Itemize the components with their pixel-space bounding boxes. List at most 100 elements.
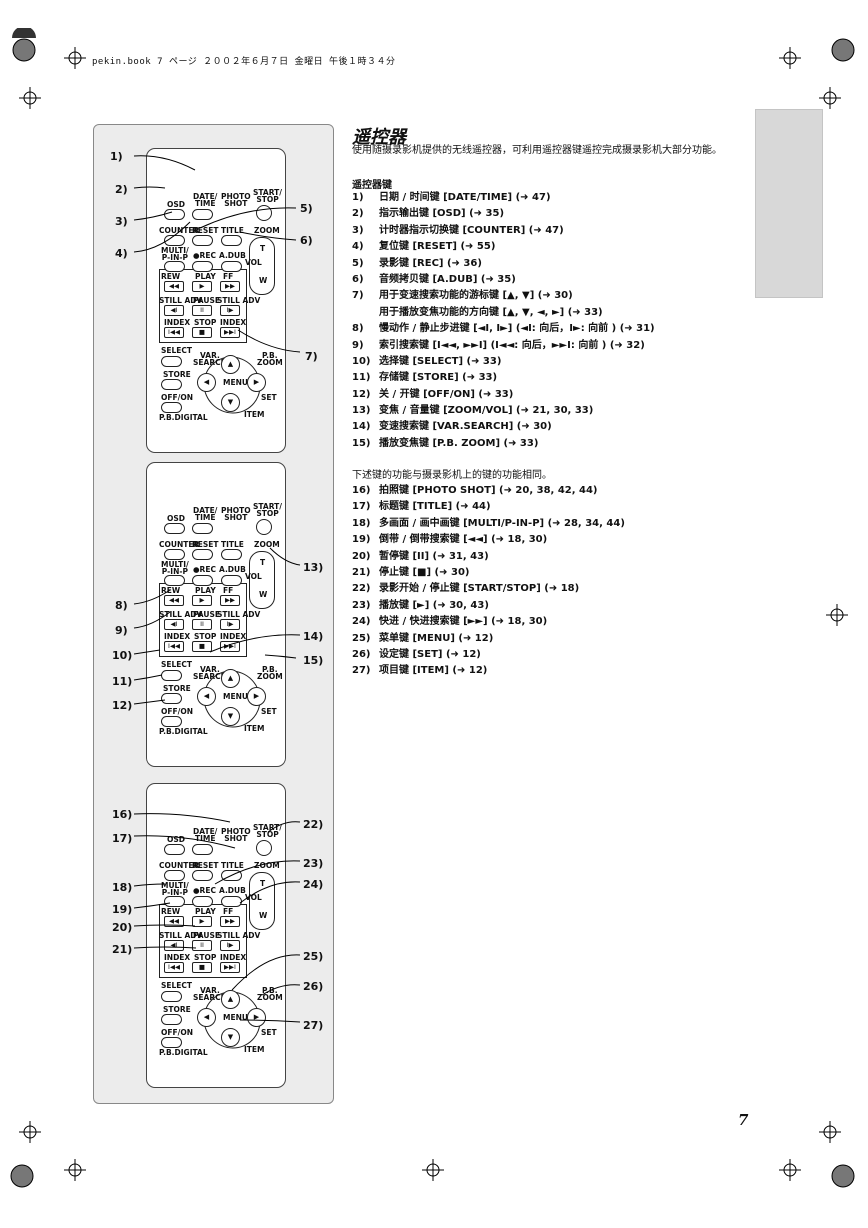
callout-number: 17)	[112, 832, 133, 845]
remote-g-down: ▼	[221, 707, 240, 726]
key-description: 指示输出键 [OSD] (➜ 35)	[379, 208, 505, 220]
remote-sel-btn	[161, 991, 182, 1002]
key-number: 6)	[352, 273, 364, 285]
registration-mark-bottom-center	[422, 1159, 444, 1181]
remote-play: PLAY	[195, 907, 216, 916]
key-description: 用于播放变焦功能的方向键 [▲, ▼, ◄, ►] (➜ 33)	[379, 306, 603, 318]
callout-number: 1)	[110, 150, 123, 163]
remote-offon: OFF/ON	[161, 1028, 194, 1037]
remote-osd: OSD	[167, 200, 186, 209]
remote-counter: COUNTER	[159, 540, 200, 549]
remote-g-ir: ▶▶I	[220, 327, 240, 338]
callout-number: 7)	[305, 350, 318, 363]
callout-number: 2)	[115, 183, 128, 196]
remote-startstop: START/ STOP	[253, 823, 283, 839]
key-list-item: 5)录影键 [REC] (➜ 36)	[352, 256, 772, 272]
remote-g-left: ◀	[197, 687, 216, 706]
registration-mark-bottom-left	[10, 1121, 86, 1188]
remote-g-play: ▶	[192, 281, 212, 292]
remote-item: ITEM	[244, 724, 265, 733]
leader-line	[231, 954, 301, 991]
remote-oo-btn	[161, 402, 182, 413]
remote-g-sr: I▶	[220, 619, 240, 630]
remote-g-ff: ▶▶	[220, 281, 240, 292]
remote-photo: PHOTO SHOT	[221, 827, 251, 843]
key-number: 9)	[352, 339, 364, 351]
remote-g-right: ▶	[247, 1008, 266, 1027]
key-list-item: 13)变焦 / 音量键 [ZOOM/VOL] (➜ 21, 30, 33)	[352, 403, 772, 419]
key-description: 录影开始 / 停止键 [START/STOP] (➜ 18)	[379, 583, 580, 595]
remote-g-stop: ■	[192, 962, 212, 973]
key-number: 23)	[352, 599, 371, 611]
key-number: 1)	[352, 192, 364, 203]
remote-r-btn	[192, 235, 213, 246]
key-list-item: 2)指示输出键 [OSD] (➜ 35)	[352, 206, 772, 222]
remote-stop: STOP	[194, 318, 217, 327]
leader-line	[264, 654, 297, 659]
leader-line	[133, 155, 196, 171]
remote-g-rew: ◀◀	[164, 595, 184, 606]
remote-title: TITLE	[221, 226, 244, 235]
remote-multi: MULTI/ P-IN-P	[161, 881, 189, 897]
remote-g-ff: ▶▶	[220, 595, 240, 606]
key-list-item: 3)计时器指示切换键 [COUNTER] (➜ 47)	[352, 223, 772, 239]
remote-set: SET	[261, 707, 277, 716]
remote-r-btn	[192, 549, 213, 560]
remote-pbdigital: P.B.DIGITAL	[159, 727, 208, 736]
remote-g-play: ▶	[192, 916, 212, 927]
remote-oo-btn	[161, 716, 182, 727]
remote-vol: VOL	[245, 258, 262, 267]
key-number: 8)	[352, 323, 364, 335]
registration-mark-right-middle	[826, 604, 848, 626]
key-list-item: 25)菜单键 [MENU] (➜ 12)	[352, 631, 772, 647]
key-list-item: 22) 录影开始 / 停止键 [START/STOP] (➜ 18)	[352, 581, 772, 597]
remote-w: W	[259, 590, 268, 599]
remote-startstop: START/ STOP	[253, 188, 283, 204]
remote-item: ITEM	[244, 1045, 265, 1054]
remote-rec-btn	[192, 261, 213, 272]
key-description: 标题键 [TITLE] (➜ 44)	[379, 501, 491, 513]
remote-g-right: ▶	[247, 687, 266, 706]
key-description: 菜单键 [MENU] (➜ 12)	[379, 632, 494, 644]
key-list-item: 23)播放键 [►] (➜ 30, 43)	[352, 598, 772, 614]
remote-st-btn	[161, 1014, 182, 1025]
remote-rew: REW	[161, 586, 181, 595]
remote-ad-btn	[221, 575, 242, 586]
remote-multi: MULTI/ P-IN-P	[161, 246, 189, 262]
registration-mark-top-right	[779, 38, 855, 109]
key-description: 日期 / 时间键 [DATE/TIME] (➜ 47)	[379, 192, 551, 203]
callout-number: 12)	[112, 699, 133, 712]
remote-item: ITEM	[244, 410, 265, 419]
remote-offon: OFF/ON	[161, 393, 194, 402]
key-list-item: 12)关 / 开键 [OFF/ON] (➜ 33)	[352, 387, 772, 403]
key-description: 播放变焦键 [P.B. ZOOM] (➜ 33)	[379, 437, 539, 449]
remote-g-left: ◀	[197, 1008, 216, 1027]
key-number: 16)	[352, 485, 371, 496]
remote-vol: VOL	[245, 893, 262, 902]
callout-number: 9)	[115, 624, 128, 637]
remote-rec-btn	[192, 896, 213, 907]
remote-st-btn	[161, 693, 182, 704]
key-list-item: 20)暂停键 [II] (➜ 31, 43)	[352, 549, 772, 565]
key-list-item: 10)选择键 [SELECT] (➜ 33)	[352, 354, 772, 370]
key-number: 13)	[352, 405, 371, 417]
remote-g-rew: ◀◀	[164, 281, 184, 292]
remote-select: SELECT	[161, 660, 193, 669]
key-description: 录影键 [REC] (➜ 36)	[379, 257, 482, 269]
remote-dt-btn	[192, 844, 213, 855]
key-number: 22)	[352, 583, 371, 595]
key-description: 变速搜索键 [VAR.SEARCH] (➜ 30)	[379, 421, 552, 433]
key-list-item: 15)播放变焦键 [P.B. ZOOM] (➜ 33)	[352, 436, 772, 452]
key-description: 关 / 开键 [OFF/ON] (➜ 33)	[379, 388, 514, 400]
remote-sel-btn	[161, 356, 182, 367]
key-number: 21)	[352, 566, 371, 578]
intro-paragraph: 使用随摄录影机提供的无线遥控器，可利用遥控器键遥控完成摄录影机大部分功能。	[352, 145, 722, 156]
leader-line	[133, 699, 166, 705]
callout-number: 5)	[300, 202, 313, 215]
remote-m-btn	[164, 575, 185, 586]
remote-rec: ●REC	[193, 886, 216, 895]
same-function-note: 下述键的功能与摄录影机上的键的功能相同。	[352, 470, 552, 481]
callout-number: 25)	[303, 950, 324, 963]
